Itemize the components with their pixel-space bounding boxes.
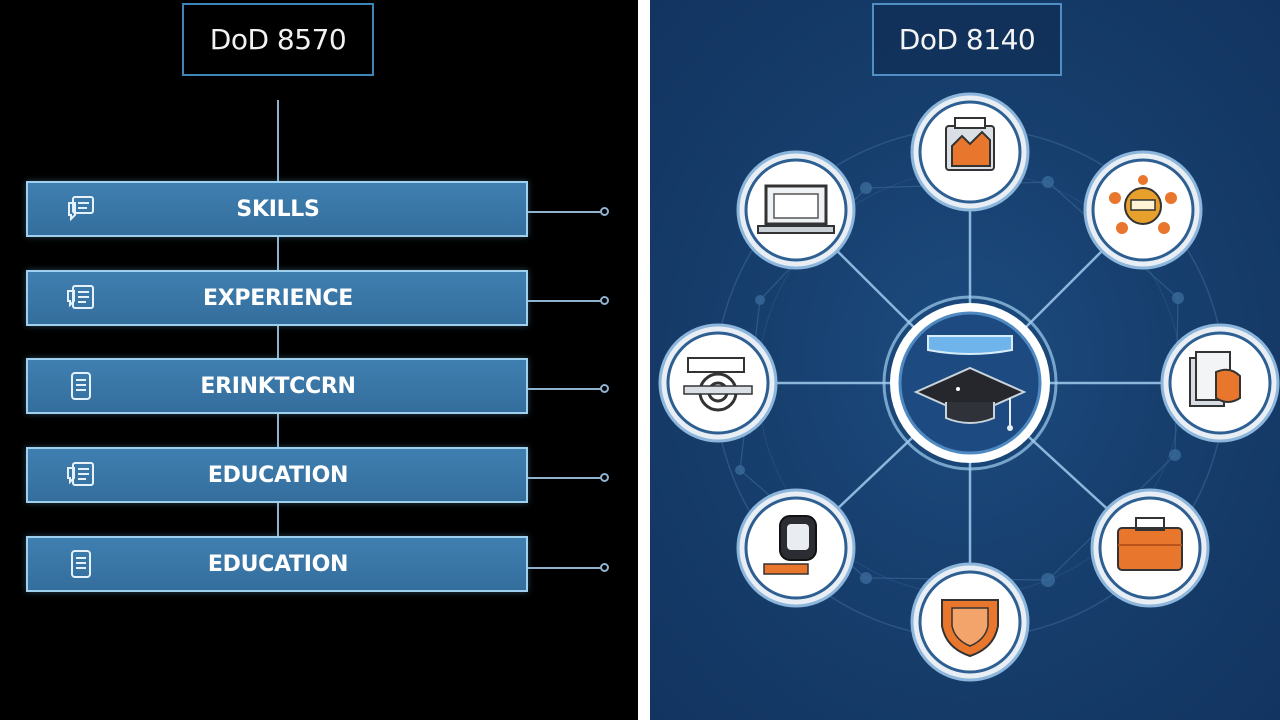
- document-list-icon: [64, 370, 98, 402]
- node-bottom-left: [736, 488, 856, 608]
- trunk-line: [277, 100, 279, 562]
- graduation-cap-icon: [913, 335, 1027, 431]
- chat-list-icon: [64, 282, 98, 314]
- connector-dot: [600, 207, 609, 216]
- node-right: [1160, 323, 1280, 443]
- node-bottom-right: [1090, 488, 1210, 608]
- connector-line: [528, 388, 601, 390]
- dod-8570-title: DoD 8570: [182, 3, 374, 76]
- connector-line: [528, 477, 601, 479]
- connector-dot: [600, 296, 609, 305]
- node-top-left: [736, 150, 856, 270]
- bar-label: EDUCATION: [207, 551, 349, 577]
- center-hub: [882, 295, 1058, 471]
- connector-line: [528, 567, 601, 569]
- target-icon: [683, 357, 753, 412]
- toolkit-hand-icon: [945, 117, 995, 171]
- bar-education-2: EDUCATION: [26, 536, 528, 592]
- chat-list-icon: [64, 193, 98, 225]
- bar-skills: SKILLS: [26, 181, 528, 237]
- device-tools-icon: [763, 515, 817, 575]
- node-left: [658, 323, 778, 443]
- node-bottom: [910, 562, 1030, 682]
- network-diagram: [658, 92, 1280, 682]
- folder-badge-icon: [1189, 351, 1241, 407]
- bar-experience: EXPERIENCE: [26, 270, 528, 326]
- dod-8140-panel: DoD 8140: [650, 0, 1280, 720]
- dod-8570-panel: DoD 8570 SKILLS EXPERIENCE: [0, 0, 638, 720]
- bar-education-1: EDUCATION: [26, 447, 528, 503]
- connector-dot: [600, 563, 609, 572]
- dod-8140-title: DoD 8140: [872, 3, 1062, 76]
- node-top: [910, 92, 1030, 212]
- bar-label: EXPERIENCE: [203, 285, 353, 311]
- toolbox-icon: [1117, 517, 1183, 571]
- bar-label: EDUCATION: [207, 462, 349, 488]
- connector-dot: [600, 384, 609, 393]
- connector-line: [528, 211, 601, 213]
- bar-label: SKILLS: [236, 196, 320, 222]
- bar-erinktccrn: ERINKTCCRN: [26, 358, 528, 414]
- connector-dot: [600, 473, 609, 482]
- shield-icon: [941, 599, 999, 658]
- connector-line: [528, 300, 601, 302]
- bar-label: ERINKTCCRN: [200, 373, 356, 399]
- chat-list-icon: [64, 459, 98, 491]
- background-dots: [735, 176, 1184, 587]
- network-hub-icon: [1109, 175, 1177, 234]
- laptop-icon: [757, 184, 835, 234]
- document-list-icon: [64, 548, 98, 580]
- node-top-right: [1083, 150, 1203, 270]
